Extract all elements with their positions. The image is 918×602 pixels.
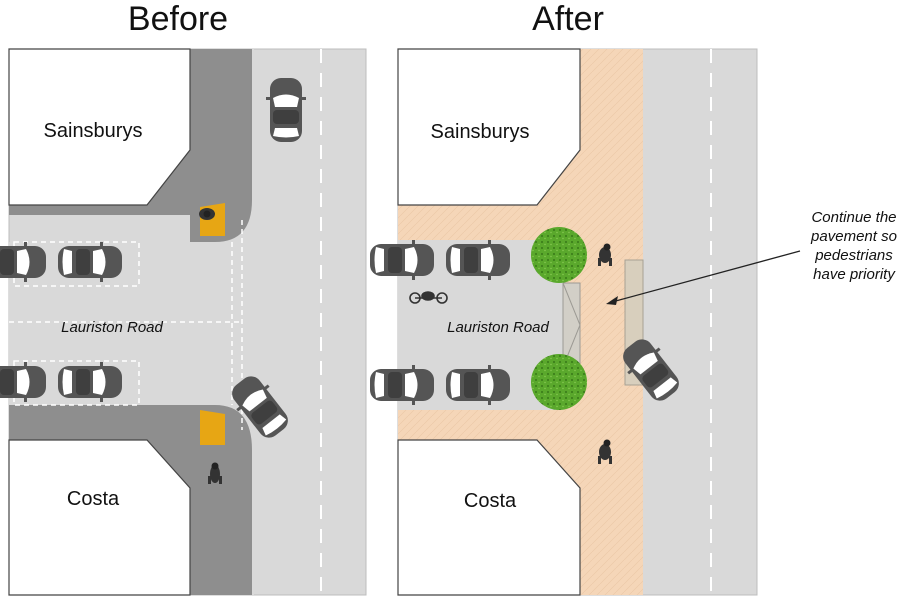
annotation-line-4: have priority [813, 266, 895, 283]
after-pedestrian-bottom [598, 439, 612, 464]
annotation-arrowhead [606, 296, 618, 305]
after-ramp [562, 282, 581, 368]
after-ramp-mark [562, 282, 581, 368]
after-building-costa [397, 439, 581, 596]
before-car-parked-top [58, 242, 122, 282]
after-car-parked-top [446, 240, 510, 280]
annotation-line-3: pedestrians [815, 247, 893, 264]
before-label-costa: Costa [67, 488, 120, 510]
before-label-road: Lauriston Road [61, 319, 163, 336]
before-pedestrian-top [199, 208, 215, 220]
after-tree-bottom [531, 354, 587, 410]
before-side-road [9, 49, 254, 595]
before-building-costa [8, 439, 191, 596]
before-car-parked-bottom-partial [0, 362, 46, 402]
after-label-costa: Costa [464, 490, 517, 512]
before-car-parked-bottom [58, 362, 122, 402]
annotation-line-1: Continue the [811, 209, 897, 226]
after-tree-top [531, 227, 587, 283]
after-label-road: Lauriston Road [447, 319, 549, 336]
after-cyclist [409, 291, 448, 304]
annotation-text: Continue the pavement so pedestrians hav… [792, 208, 916, 284]
after-car-parked-top-partial [370, 240, 434, 280]
after-title: After [532, 0, 604, 38]
before-car-main-road [266, 78, 306, 142]
before-tactile-top [200, 203, 225, 236]
after-label-sainsburys: Sainsburys [431, 121, 530, 143]
annotation-line-2: pavement so [811, 228, 897, 245]
before-title: Before [127, 0, 229, 38]
before-car-parked-top-partial [0, 242, 46, 282]
after-pedestrian-top [598, 243, 612, 266]
before-building-sainsburys [8, 48, 191, 206]
after-pavement-vertical [580, 49, 643, 595]
after-panel: Sainsburys Costa Lauriston Road [370, 48, 801, 596]
after-car-parked-bottom-partial [370, 365, 434, 405]
before-tactile-bottom [200, 410, 225, 445]
after-building-sainsburys [397, 48, 581, 206]
before-pedestrian-bottom [208, 462, 222, 484]
before-panel: Sainsburys Costa Lauriston Road [0, 48, 367, 596]
annotation-arrow-line [611, 250, 801, 303]
after-car-parked-bottom [446, 365, 510, 405]
before-label-sainsburys: Sainsburys [44, 120, 143, 142]
